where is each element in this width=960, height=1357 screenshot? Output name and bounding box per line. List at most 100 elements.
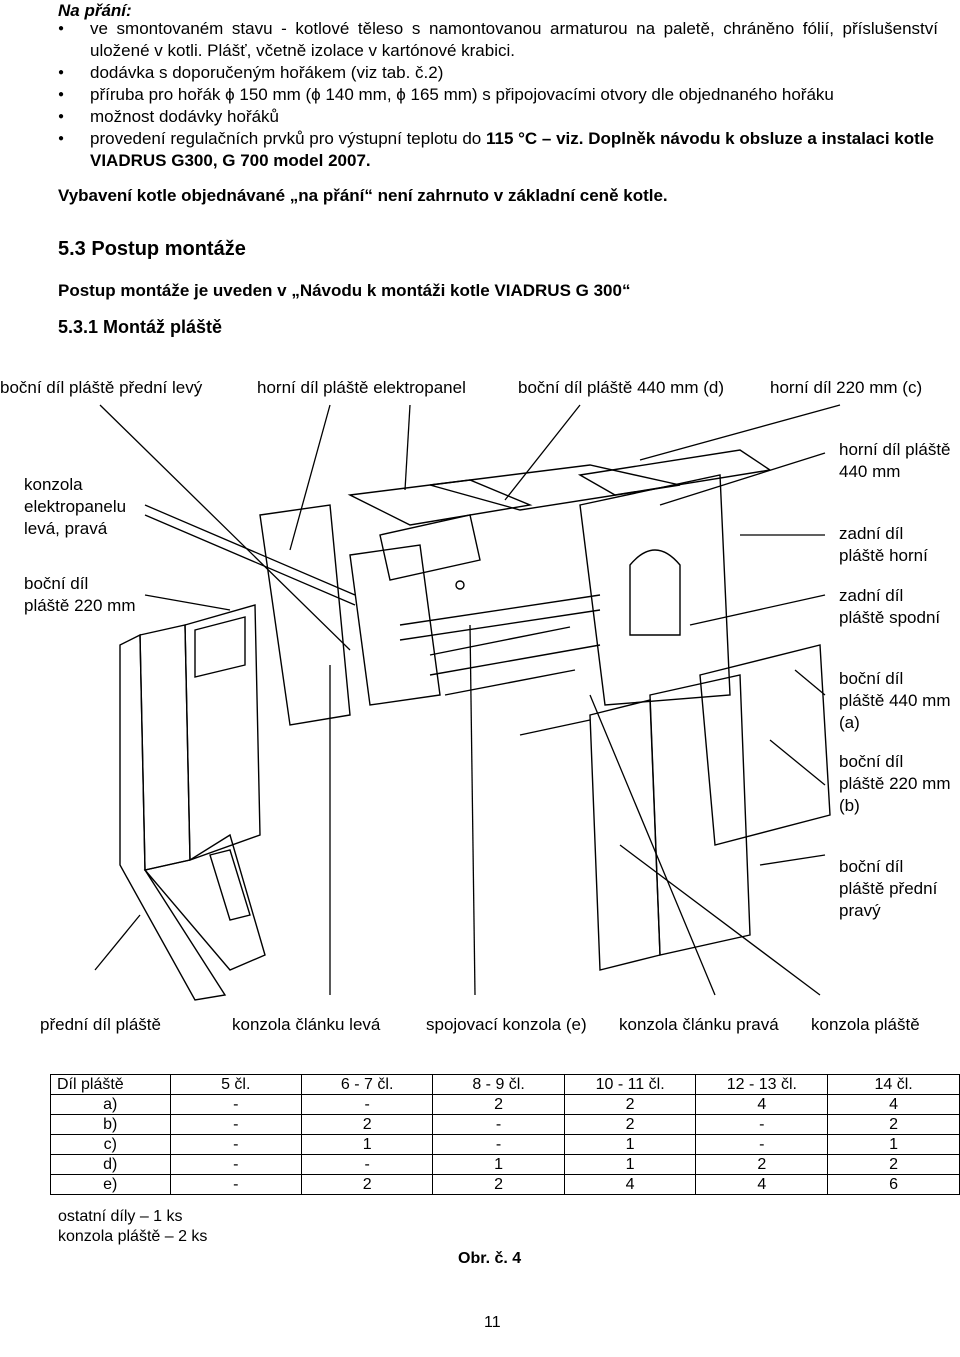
label-konzola-prava: konzola článku pravá [619, 1015, 779, 1034]
right-panel-440 [699, 644, 831, 846]
table-cell: e) [50, 1174, 171, 1195]
label-right: zadní díl [839, 524, 904, 543]
table-row: a) - - 2 2 4 4 [50, 1094, 960, 1115]
table-cell: 2 [563, 1114, 697, 1135]
table-header-row: Díl pláště 5 čl. 6 - 7 čl. 8 - 9 čl. 10 … [50, 1074, 960, 1095]
label-konzola-plaste: konzola pláště [811, 1015, 920, 1034]
parts-table: Díl pláště 5 čl. 6 - 7 čl. 8 - 9 čl. 10 … [50, 1074, 960, 1195]
label-spojovaci-konzola: spojovací konzola (e) [426, 1015, 587, 1034]
label-elektropanelu: elektropanelu [24, 497, 127, 516]
bullet-list: ve smontovaném stavu - kotlové těleso s … [58, 18, 938, 172]
table-cell: - [300, 1154, 434, 1175]
section-title-5-3-1: 5.3.1 Montáž pláště [58, 317, 223, 337]
table-cell: 4 [563, 1174, 697, 1195]
na-prani-note: Vybavení kotle objednávané „na přání“ ne… [58, 186, 668, 205]
table-cell: - [695, 1134, 829, 1155]
table-header-cell: 10 - 11 čl. [563, 1074, 697, 1095]
table-extra-ostatni: ostatní díly – 1 ks [58, 1208, 183, 1225]
table-cell: 6 [827, 1174, 960, 1195]
table-header-cell: Díl pláště [50, 1074, 171, 1095]
table-header-cell: 12 - 13 čl. [695, 1074, 829, 1095]
table-header-cell: 14 čl. [827, 1074, 960, 1095]
table-cell: 1 [563, 1134, 697, 1155]
label-right: boční díl [839, 857, 904, 876]
table-cell: - [169, 1134, 302, 1155]
table-cell: 1 [827, 1134, 960, 1155]
table-cell: 2 [300, 1114, 434, 1135]
table-header-cell: 5 čl. [169, 1074, 302, 1095]
label-right: pláště 440 mm [839, 691, 951, 710]
bullet-item: příruba pro hořák ϕ 150 mm (ϕ 140 mm, ϕ … [58, 84, 938, 106]
table-header-cell: 6 - 7 čl. [300, 1074, 434, 1095]
bullet-item: ve smontovaném stavu - kotlové těleso s … [58, 18, 938, 62]
label-right: (b) [839, 796, 860, 815]
label-plaste-220: pláště 220 mm [24, 596, 136, 615]
table-row: b) - 2 - 2 - 2 [50, 1114, 960, 1135]
table-cell: a) [50, 1094, 171, 1115]
label-leva-prava: levá, pravá [24, 519, 108, 538]
label-right: pláště horní [839, 546, 928, 565]
label-konzola-leva: konzola článku levá [232, 1015, 381, 1034]
table-extra-konzola: konzola pláště – 2 ks [58, 1228, 208, 1245]
table-cell: 1 [300, 1134, 434, 1155]
bullet-item: provedení regulačních prvků pro výstupní… [58, 128, 938, 172]
table-cell: d) [50, 1154, 171, 1175]
table-header-cell: 8 - 9 čl. [432, 1074, 565, 1095]
table-cell: 1 [563, 1154, 697, 1175]
table-cell: b) [50, 1114, 171, 1135]
left-frame [259, 504, 351, 726]
label-right: pláště 220 mm [839, 774, 951, 793]
label-konzola: konzola [24, 475, 83, 494]
front-lower-panel [143, 833, 266, 971]
table-cell: - [169, 1094, 302, 1115]
label-right: boční díl [839, 669, 904, 688]
bullet-item: dodávka s doporučeným hořákem (viz tab. … [58, 62, 938, 84]
front-left-panel [184, 604, 261, 861]
table-cell: 2 [827, 1114, 960, 1135]
page-number: 11 [484, 1314, 501, 1331]
table-cell: - [432, 1114, 565, 1135]
label-right: pravý [839, 901, 881, 920]
table-cell: 2 [432, 1094, 565, 1115]
table-row: e) - 2 2 4 4 6 [50, 1174, 960, 1195]
label-right: pláště spodní [839, 608, 941, 627]
figure-caption: Obr. č. 4 [458, 1250, 522, 1267]
label-bocni-dil-left: boční díl [24, 574, 89, 593]
top-panel-440 [429, 464, 681, 511]
table-cell: 2 [827, 1154, 960, 1175]
leader-lines [94, 404, 841, 996]
label-right: pláště přední [839, 879, 938, 898]
table-cell: - [695, 1114, 829, 1135]
table-cell: - [169, 1154, 302, 1175]
bullet-item: možnost dodávky hořáků [58, 106, 938, 128]
table-cell: - [169, 1114, 302, 1135]
label-bocni-440-d: boční díl pláště 440 mm (d) [518, 378, 724, 397]
table-cell: 4 [827, 1094, 960, 1115]
label-right: 440 mm [839, 462, 901, 481]
table-row: c) - 1 - 1 - 1 [50, 1134, 960, 1155]
table-cell: 4 [695, 1174, 829, 1195]
label-predni-dil: přední díl pláště [40, 1015, 161, 1034]
table-cell: 2 [695, 1154, 829, 1175]
table-cell: 2 [432, 1174, 565, 1195]
section-title-5-3: 5.3 Postup montáže [58, 238, 246, 260]
table-cell: 2 [300, 1174, 434, 1195]
label-bocni-predni-levy: boční díl pláště přední levý [0, 378, 203, 397]
table-cell: 4 [695, 1094, 829, 1115]
label-right: boční díl [839, 752, 904, 771]
label-right: (a) [839, 713, 860, 732]
table-cell: - [169, 1174, 302, 1195]
table-cell: - [300, 1094, 434, 1115]
elektropanel [379, 514, 481, 581]
label-right: horní díl pláště [839, 440, 951, 459]
table-cell: 2 [563, 1094, 697, 1115]
na-prani-heading: Na přání: [58, 1, 132, 20]
label-horni-elektropanel: horní díl pláště elektropanel [257, 378, 466, 397]
section-5-3-text: Postup montáže je uveden v „Návodu k mon… [58, 281, 631, 300]
exploded-drawing [94, 404, 841, 1001]
table-row: d) - - 1 1 2 2 [50, 1154, 960, 1175]
label-right: zadní díl [839, 586, 904, 605]
table-cell: - [432, 1134, 565, 1155]
back-panel [579, 474, 731, 706]
label-horni-220-c: horní díl 220 mm (c) [770, 378, 923, 397]
